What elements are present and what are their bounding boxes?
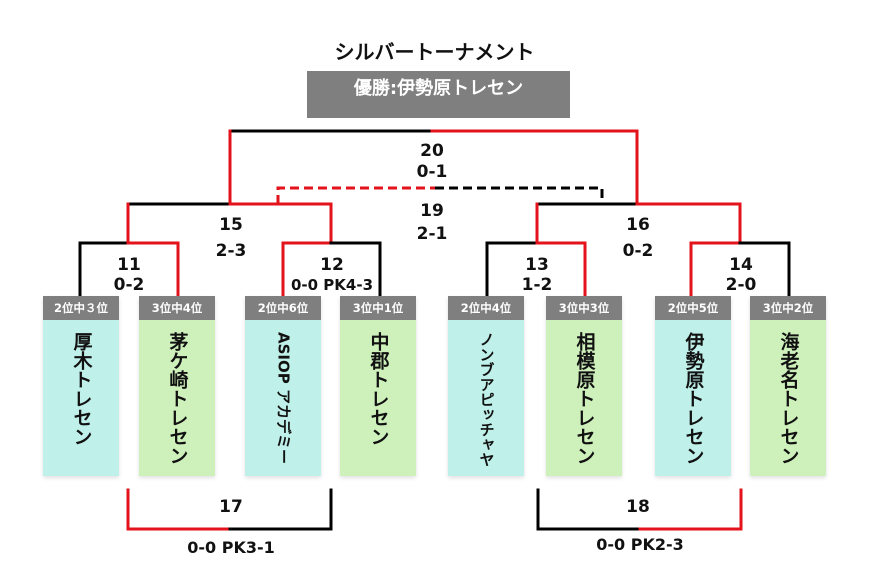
team-card-chigasaki: 3位中4位 茅ケ崎トレセン bbox=[139, 296, 215, 476]
team-card-nonbu: 2位中4位 ノンブアピッチャヤ bbox=[448, 296, 524, 476]
team-card-atsugi: 2位中３位 厚木トレセン bbox=[43, 296, 119, 476]
team-name: 厚木トレセン bbox=[70, 332, 93, 446]
m18-line-left bbox=[536, 488, 642, 531]
match-12-number: 12 bbox=[320, 255, 344, 275]
match-17-score: 0-0 PK3-1 bbox=[187, 538, 275, 557]
match-14-number: 14 bbox=[729, 255, 753, 275]
team-name: 茅ケ崎トレセン bbox=[166, 332, 189, 465]
match-13-number: 13 bbox=[525, 255, 549, 275]
m17-line-right bbox=[228, 488, 333, 531]
team-seed: 2位中３位 bbox=[43, 296, 119, 320]
team-name: 中郡トレセン bbox=[367, 332, 390, 446]
team-seed: 3位中1位 bbox=[340, 296, 416, 320]
match-18-number: 18 bbox=[626, 497, 650, 517]
match-16-score: 0-2 bbox=[622, 241, 654, 261]
match-13-score: 1-2 bbox=[521, 275, 553, 295]
team-card-sagamihara: 3位中3位 相模原トレセン bbox=[546, 296, 622, 476]
match-17-number: 17 bbox=[219, 497, 243, 517]
match-20-score: 0-1 bbox=[416, 162, 448, 182]
team-seed: 2位中5位 bbox=[655, 296, 731, 320]
champion-banner: 優勝:伊勢原トレセン bbox=[307, 71, 570, 118]
team-seed: 3位中4位 bbox=[139, 296, 215, 320]
team-card-asiop: 2位中6位 ASIOP アカデミー bbox=[245, 296, 321, 476]
team-name: 相模原トレセン bbox=[573, 332, 596, 465]
match-18-score: 0-0 PK2-3 bbox=[596, 535, 684, 554]
team-seed: 2位中6位 bbox=[245, 296, 321, 320]
match-15-number: 15 bbox=[219, 215, 243, 235]
team-name: 海老名トレセン bbox=[777, 332, 800, 465]
match-16-number: 16 bbox=[626, 215, 650, 235]
match-11-number: 11 bbox=[117, 255, 141, 275]
match-14-score: 2-0 bbox=[725, 275, 757, 295]
team-card-ebina: 3位中2位 海老名トレセン bbox=[750, 296, 826, 476]
team-card-isehara: 2位中5位 伊勢原トレセン bbox=[655, 296, 731, 476]
match-12-score: 0-0 PK4-3 bbox=[290, 276, 374, 294]
team-name: ノンブアピッチャヤ bbox=[477, 332, 496, 467]
match-11-score: 0-2 bbox=[113, 275, 145, 295]
m17-line-left bbox=[126, 488, 232, 531]
m18-line-right bbox=[638, 488, 743, 531]
team-seed: 3位中2位 bbox=[750, 296, 826, 320]
match-20-number: 20 bbox=[420, 141, 444, 161]
tournament-title: シルバートーナメント bbox=[334, 40, 535, 64]
team-name: 伊勢原トレセン bbox=[682, 332, 705, 465]
team-name: ASIOP アカデミー bbox=[274, 332, 293, 464]
team-seed: 2位中4位 bbox=[448, 296, 524, 320]
m19-dashed-left bbox=[276, 186, 435, 204]
match-15-score: 2-3 bbox=[215, 241, 247, 261]
team-card-nakagun: 3位中1位 中郡トレセン bbox=[340, 296, 416, 476]
match-19-number: 19 bbox=[420, 201, 444, 221]
m19-dashed-right bbox=[435, 186, 604, 204]
match-19-score: 2-1 bbox=[416, 224, 448, 244]
team-seed: 3位中3位 bbox=[546, 296, 622, 320]
